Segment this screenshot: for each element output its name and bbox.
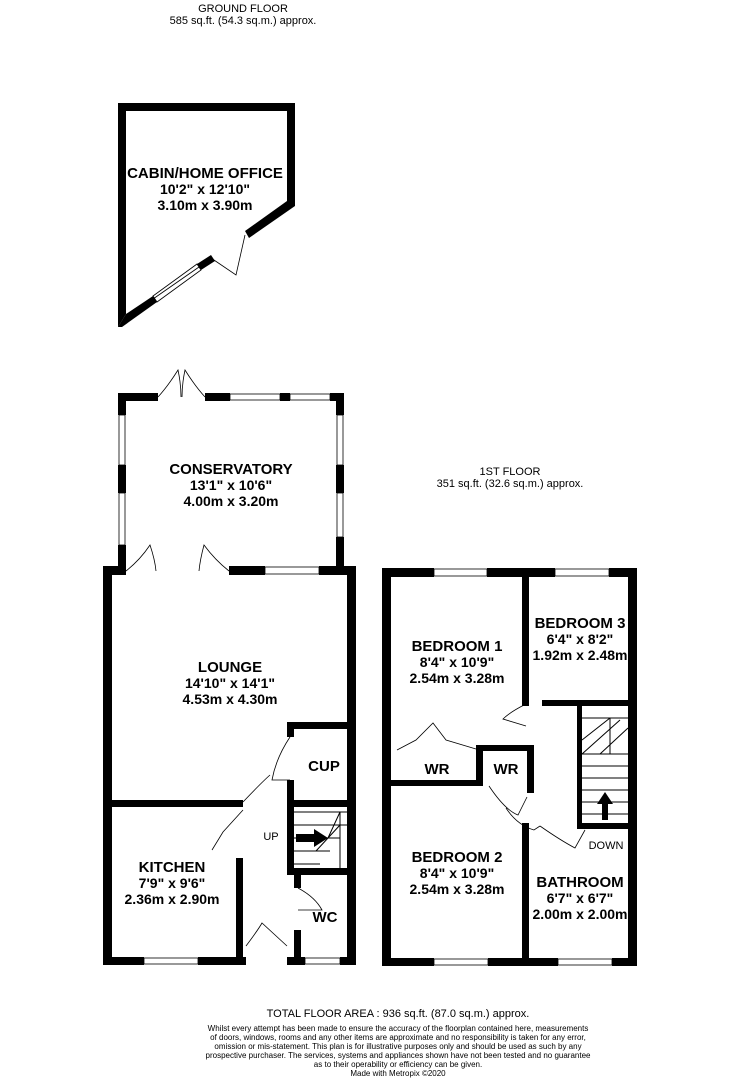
- kitchen-name: KITCHEN: [139, 859, 206, 876]
- lounge-metric: 4.53m x 4.30m: [183, 691, 278, 707]
- bedroom1-name: BEDROOM 1: [412, 638, 503, 655]
- down-label: DOWN: [589, 840, 624, 852]
- disclaimer-line: Whilst every attempt has been made to en…: [208, 1024, 589, 1033]
- total-floor-area: TOTAL FLOOR AREA : 936 sq.ft. (87.0 sq.m…: [267, 1008, 530, 1020]
- cabin-metric: 3.10m x 3.90m: [158, 197, 253, 213]
- first-floor: [382, 568, 637, 966]
- bedroom3-imperial: 6'4" x 8'2": [547, 631, 614, 647]
- cabin-home-office: [118, 103, 295, 327]
- bedroom1-metric: 2.54m x 3.28m: [410, 670, 505, 686]
- bedroom2-name: BEDROOM 2: [412, 849, 503, 866]
- bedroom3-name: BEDROOM 3: [535, 615, 626, 632]
- up-label: UP: [263, 831, 278, 843]
- bathroom-imperial: 6'7" x 6'7": [547, 890, 614, 906]
- disclaimer-line: prospective purchaser. The services, sys…: [206, 1051, 592, 1060]
- ground-floor-stairs: [294, 811, 347, 868]
- wc-name: WC: [313, 909, 338, 926]
- first-floor-area: 351 sq.ft. (32.6 sq.m.) approx.: [437, 478, 584, 490]
- conservatory: [118, 368, 344, 572]
- first-floor-stairs: [577, 706, 629, 829]
- bathroom-metric: 2.00m x 2.00m: [533, 906, 628, 922]
- wr1-name: WR: [425, 761, 450, 778]
- disclaimer-line: as to their operability or efficiency ca…: [314, 1060, 482, 1069]
- disclaimer-line: of doors, windows, rooms and any other i…: [210, 1033, 586, 1042]
- bedroom2-imperial: 8'4" x 10'9": [420, 865, 494, 881]
- cabin-name: CABIN/HOME OFFICE: [127, 165, 283, 182]
- wr2-name: WR: [494, 761, 519, 778]
- bedroom2-metric: 2.54m x 3.28m: [410, 881, 505, 897]
- disclaimer-line: omission or mis-statement. This plan is …: [214, 1042, 581, 1051]
- kitchen-imperial: 7'9" x 9'6": [139, 875, 206, 891]
- kitchen-metric: 2.36m x 2.90m: [125, 891, 220, 907]
- ground-floor-area: 585 sq.ft. (54.3 sq.m.) approx.: [170, 15, 317, 27]
- ground-floor-title: GROUND FLOOR: [198, 3, 288, 15]
- metropix-credit: Made with Metropix ©2020: [350, 1069, 446, 1078]
- lounge-imperial: 14'10" x 14'1": [185, 675, 275, 691]
- conservatory-metric: 4.00m x 3.20m: [184, 493, 279, 509]
- cabin-imperial: 10'2" x 12'10": [160, 181, 250, 197]
- bedroom3-metric: 1.92m x 2.48m: [533, 647, 628, 663]
- bathroom-name: BATHROOM: [536, 874, 623, 891]
- bedroom1-imperial: 8'4" x 10'9": [420, 654, 494, 670]
- ground-floor-main: [103, 544, 356, 965]
- conservatory-imperial: 13'1" x 10'6": [190, 477, 272, 493]
- first-floor-title: 1ST FLOOR: [480, 466, 541, 478]
- lounge-name: LOUNGE: [198, 659, 262, 676]
- cup-name: CUP: [308, 758, 340, 775]
- conservatory-name: CONSERVATORY: [169, 461, 292, 478]
